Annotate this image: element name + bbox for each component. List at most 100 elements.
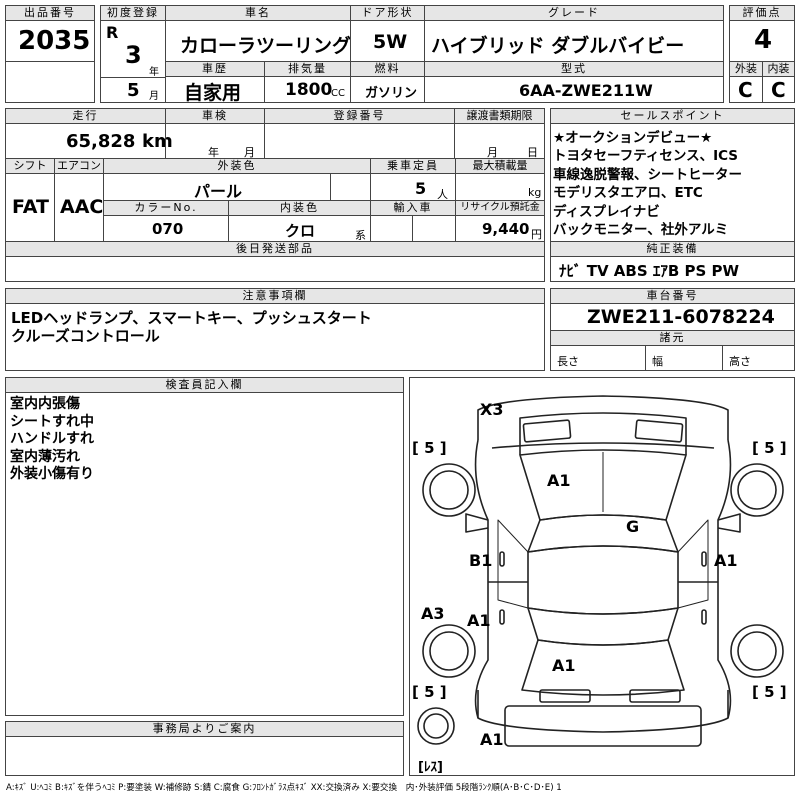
mark-hood: A1 [547,471,571,490]
import-cell [370,215,413,242]
shift-header: シフト [5,158,55,174]
import-cell-2 [412,215,456,242]
mark-left-front-door: B1 [469,551,493,570]
recycle-cell: 9,440 円 [455,215,545,242]
cc-unit: CC [331,88,345,99]
int-color-value: クロ [285,222,316,240]
sales-point: ★オークションデビュー★ [553,130,713,146]
inspection-cell: 年 月 [165,123,265,159]
door-cell: 5W [350,20,425,62]
mark-front-bumper: X3 [480,400,504,419]
recycle-value: 9,440 [482,220,530,238]
model-code-cell: 6AA-ZWE211W [424,76,724,103]
door-header: ドア形状 [350,5,425,21]
genuine-equipment-value: ﾅﾋﾞ TV ABS ｴｱB PS PW [559,262,740,280]
genuine-equipment-cell: ﾅﾋﾞ TV ABS ｴｱB PS PW [550,256,795,282]
score-value: 4 [754,25,773,55]
car-name-value: カローラツーリング [180,35,352,57]
notes-header: 注意事項欄 [5,288,545,304]
inspector-note: ハンドルすれ [10,431,94,447]
registration-no-header: 登録番号 [264,108,455,124]
sales-point: トヨタセーフティセンス、ICS [553,148,739,165]
chassis-no-cell: ZWE211-6078224 [550,303,795,331]
length-label: 長さ [557,355,579,368]
score-header: 評価点 [729,5,795,21]
mileage-value: 65,828 [66,131,136,152]
month-value: 5 [127,80,140,101]
capacity-cell: 5 人 [370,173,456,201]
specs-header: 諸元 [550,330,795,346]
fuel-value: ガソリン [365,86,418,101]
int-color-header: 内装色 [228,200,371,216]
model-code-value: 6AA-ZWE211W [519,81,653,100]
year-value: 3 [125,41,142,69]
damage-legend: A:ｷｽﾞ U:ﾍｺﾐ B:ｷｽﾞを伴うﾍｺﾐ P:要塗装 W:補修跡 S:錆 … [6,783,562,793]
inspection-month-unit: 月 [244,146,255,159]
mark-trunk: A1 [552,656,576,675]
inspector-header: 検査員記入欄 [5,377,404,393]
interior-cell: C [762,76,795,103]
ext-color-header: 外装色 [103,158,371,174]
notes-cell: LEDヘッドランプ、スマートキー、プッシュスタート クルーズコントロール [5,303,545,371]
month-unit: 月 [149,91,159,102]
later-parts-cell [5,256,545,282]
later-parts-header: 後日発送部品 [5,241,545,257]
sales-point: バックモニター、社外アルミ [553,222,729,239]
displacement-value: 1800 [285,80,333,100]
import-header: 輸入車 [370,200,456,216]
lot-no-blank [5,61,95,103]
sales-point: モデリスタエアロ、ETC [553,185,703,202]
displacement-cell: 1800 CC [264,76,351,103]
model-code-header: 型式 [424,61,724,77]
office-header: 事務局よりご案内 [5,721,404,737]
height-cell: 高さ [722,345,795,371]
car-name-header: 車名 [165,5,351,21]
lot-no-cell: 2035 [5,20,95,62]
tire-front-right: [ 5 ] [752,439,787,457]
inspection-year-unit: 年 [208,146,219,159]
car-name-cell: カローラツーリング [165,20,351,62]
color-no-header: カラーNo. [103,200,229,216]
width-label: 幅 [652,355,663,368]
inspector-notes-list: 室内内張傷 シートすれ中 ハンドルすれ 室内薄汚れ 外装小傷有り [10,396,94,484]
tire-rear-left: [ 5 ] [412,683,447,701]
tire-spare: [ﾚｽ] [418,760,443,775]
ext-color-cell: パール [103,173,331,201]
ext-color-value: パール [194,182,243,201]
inspector-note: 外装小傷有り [10,466,94,482]
capacity-header: 乗車定員 [370,158,456,174]
mileage-header: 走行 [5,108,166,124]
inspection-header: 車検 [165,108,265,124]
shift-value: FAT [12,196,49,218]
exterior-cell: C [729,76,763,103]
score-cell: 4 [729,20,795,62]
fuel-cell: ガソリン [350,76,425,103]
sales-points-list: ★オークションデビュー★ トヨタセーフティセンス、ICS 車線逸脱警報、シートヒ… [553,129,742,239]
lot-no-header: 出品番号 [5,5,95,21]
sales-point: 車線逸脱警報、シートヒーター [553,166,742,183]
era-value: R [106,23,119,42]
sales-point: ディスプレイナビ [553,203,660,220]
max-load-cell: kg [455,173,545,201]
color-no-cell: 070 [103,215,229,242]
inspector-cell: 室内内張傷 シートすれ中 ハンドルすれ 室内薄汚れ 外装小傷有り [5,392,404,716]
interior-header: 内装 [762,61,795,77]
sales-points-header: セールスポイント [550,108,795,124]
aircon-header: エアコン [54,158,104,174]
tire-front-left: [ 5 ] [412,439,447,457]
month-cell: 5 月 [100,77,166,103]
fuel-header: 燃料 [350,61,425,77]
door-value: 5W [373,31,408,53]
year-unit: 年 [149,67,159,78]
registration-no-cell [264,123,455,159]
displacement-header: 排気量 [264,61,351,77]
mark-rear-bumper: A1 [480,730,504,749]
mark-roof: G [626,517,640,536]
mark-right-front-door: A1 [714,551,738,570]
color-no-value: 070 [152,220,184,238]
kei-unit: 系 [355,229,366,242]
length-cell: 長さ [550,345,646,371]
width-cell: 幅 [645,345,723,371]
aircon-cell: AAC [54,173,104,242]
history-header: 車歴 [165,61,265,77]
